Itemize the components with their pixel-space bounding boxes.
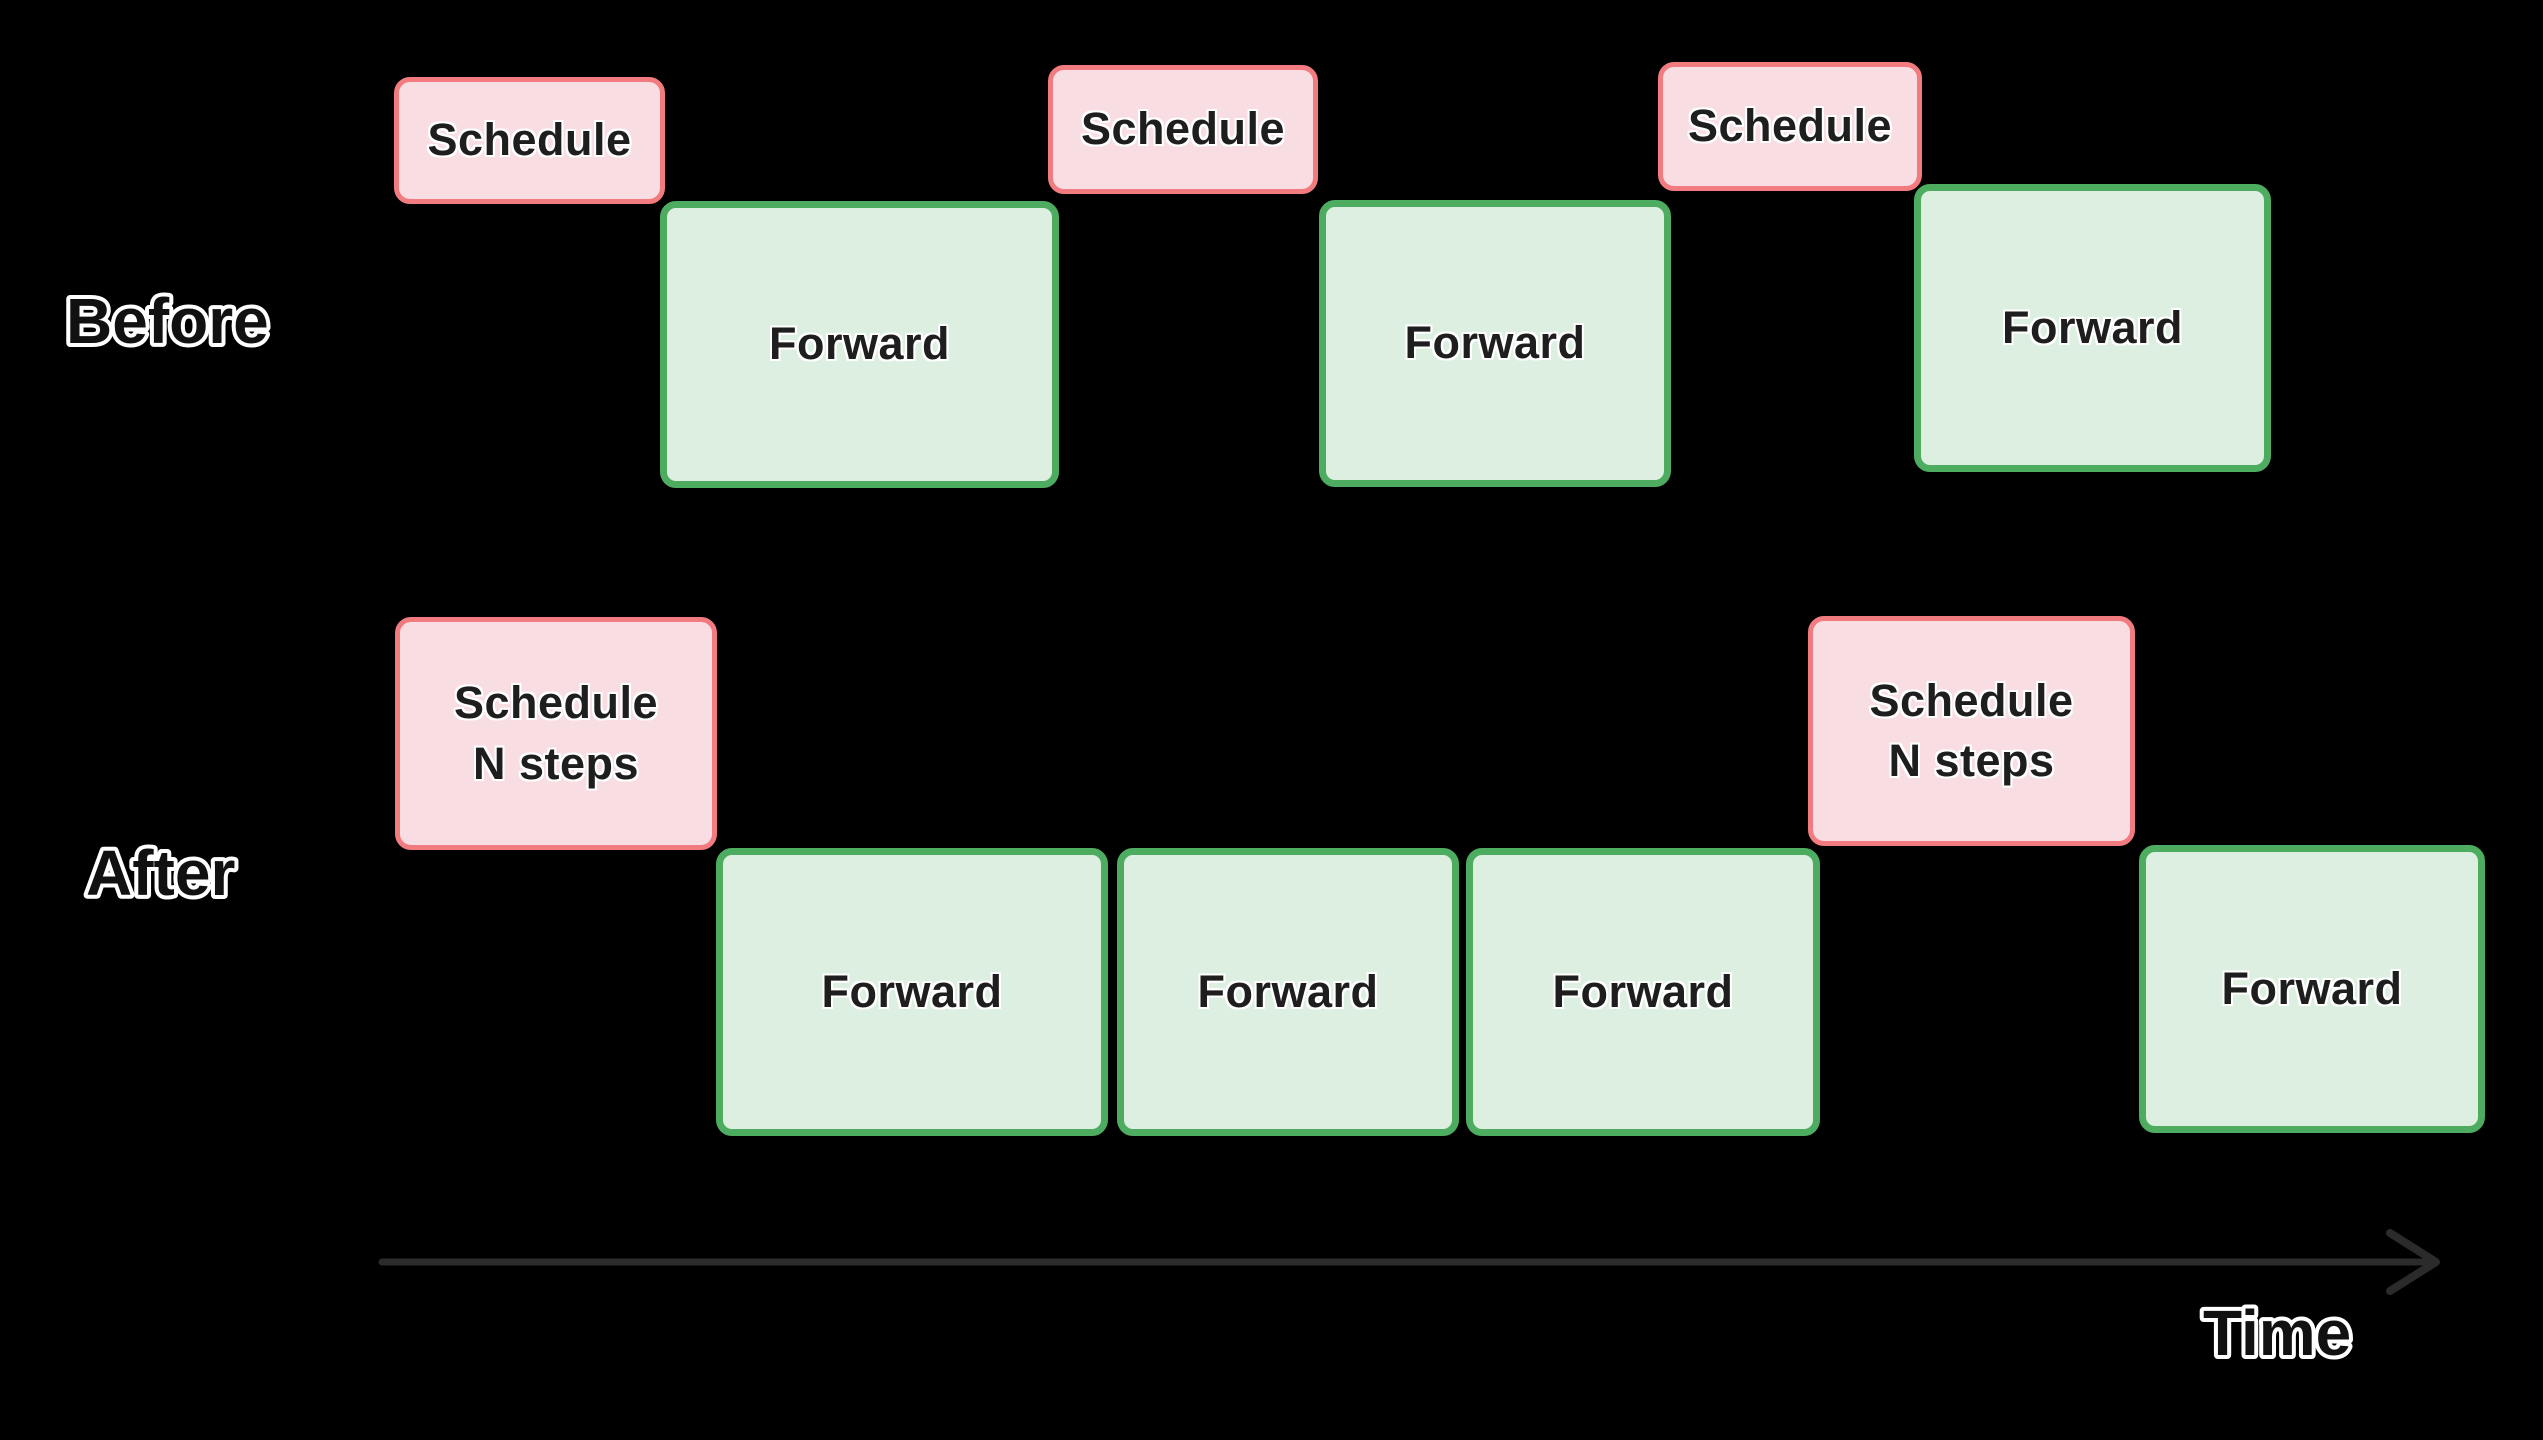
forward-box-label: Forward bbox=[2221, 962, 2403, 1014]
after-label-text: After bbox=[86, 837, 235, 909]
schedule-box-label: Schedule bbox=[427, 114, 632, 166]
schedule-box: Schedule bbox=[394, 77, 665, 204]
forward-box-label: Forward bbox=[1552, 965, 1734, 1017]
forward-box-label: Forward bbox=[1404, 317, 1586, 369]
schedule-box-label: Schedule bbox=[1080, 103, 1286, 155]
schedule-box: Schedule bbox=[1658, 62, 1922, 191]
forward-box-label: Forward bbox=[1197, 965, 1379, 1017]
before-label-text: Before bbox=[66, 285, 269, 357]
forward-box: Forward bbox=[1319, 200, 1671, 487]
schedule-box-label: Schedule bbox=[1687, 100, 1893, 152]
forward-box: Forward bbox=[660, 201, 1059, 488]
forward-box: Forward bbox=[1117, 848, 1459, 1136]
time-label-text: Time bbox=[2203, 1297, 2351, 1369]
time-axis-arrowhead-icon bbox=[2386, 1229, 2440, 1295]
forward-box-label: Forward bbox=[768, 318, 951, 370]
time-label: Time bbox=[2199, 1293, 2355, 1373]
forward-box-label: Forward bbox=[821, 965, 1003, 1017]
forward-box: Forward bbox=[1914, 184, 2271, 472]
forward-box: Forward bbox=[2139, 845, 2485, 1133]
forward-box: Forward bbox=[1466, 848, 1820, 1136]
forward-box: Forward bbox=[716, 848, 1108, 1136]
forward-box-label: Forward bbox=[2001, 301, 2184, 353]
after-label: After bbox=[82, 833, 239, 913]
schedule-box: Schedule bbox=[1048, 65, 1318, 194]
before-label: Before bbox=[62, 281, 273, 361]
